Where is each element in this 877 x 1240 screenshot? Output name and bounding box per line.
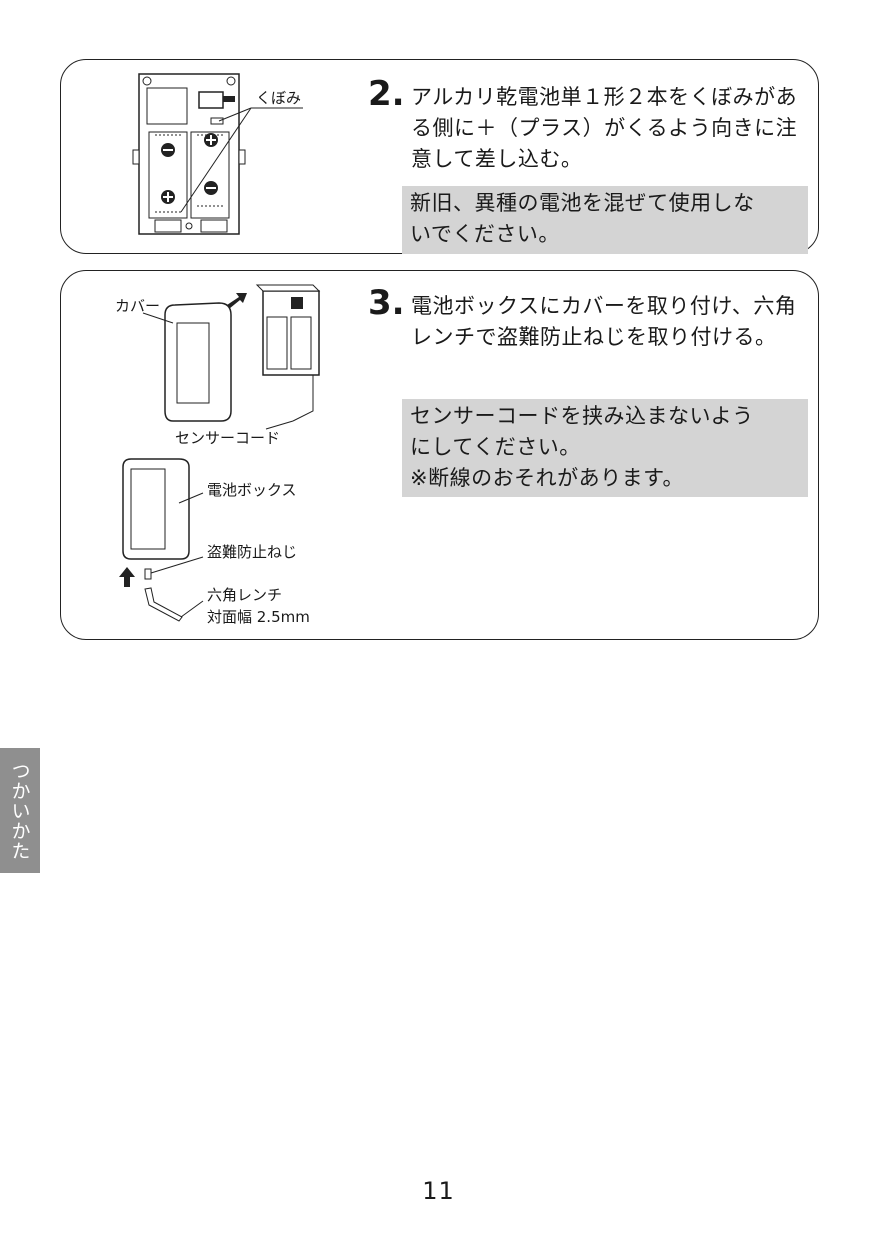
cover-label: カバー — [115, 297, 160, 315]
sensor-cord-label: センサーコード — [175, 429, 280, 447]
battery-box-open-illustration: くぼみ — [132, 73, 303, 235]
step-2-instruction: アルカリ乾電池単１形２本をくぼみがある側に＋（プラス）がくるよう向きに注意して差… — [411, 85, 798, 171]
page-number: 11 — [422, 1177, 455, 1205]
step-3-instruction: 電池ボックスにカバーを取り付け、六角レンチで盗難防止ねじを取り付ける。 — [411, 294, 797, 349]
step-2-caution-note: 新旧、異種の電池を混ぜて使用しな いでください。 — [402, 186, 808, 254]
section-side-tab: つかいかた — [0, 748, 40, 873]
step-2-number: 2. — [368, 74, 405, 114]
step-3-caution-note: センサーコードを挟み込まないよう にしてください。 ※断線のおそれがあります。 — [402, 399, 808, 497]
step-2-panel: くぼみ 2. アルカリ乾電池単１形２本をくぼみがある側に＋（プラス）がくるよう向… — [60, 59, 819, 254]
battery-box-label: 電池ボックス — [207, 481, 297, 499]
step-3-number: 3. — [368, 283, 405, 323]
antitheft-screw-label: 盗難防止ねじ — [207, 543, 297, 561]
cover-attach-illustration: カバー センサーコード 電池ボックス 盗難防止ねじ 六角レンチ 対面幅 2.5m… — [115, 284, 321, 626]
hex-wrench-label: 六角レンチ — [207, 586, 282, 604]
across-flats-label: 対面幅 2.5mm — [207, 608, 310, 626]
recess-label: くぼみ — [256, 89, 301, 107]
step-3-panel: カバー センサーコード 電池ボックス 盗難防止ねじ 六角レンチ 対面幅 2.5m… — [60, 270, 819, 640]
